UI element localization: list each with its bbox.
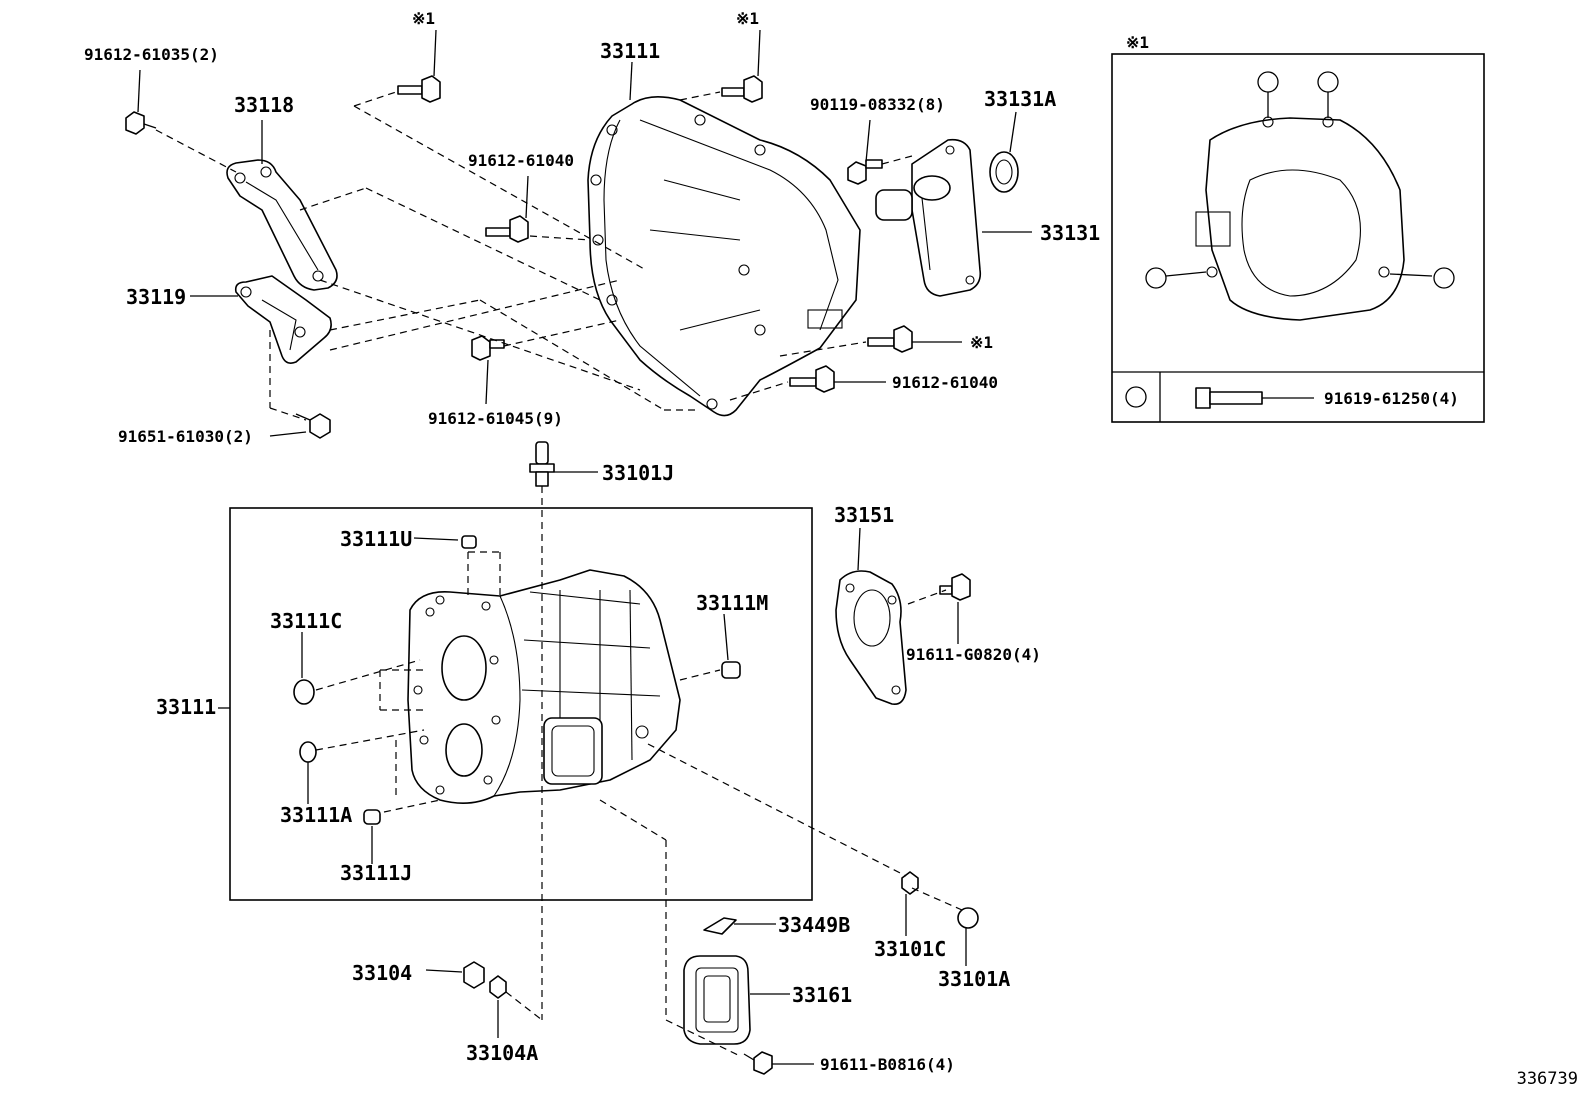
- label-33161: 33161: [792, 983, 852, 1007]
- label-33119: 33119: [126, 285, 186, 309]
- bolt-top-left-marked: [397, 75, 441, 103]
- label-33111-assy: 33111: [156, 695, 216, 719]
- bolt-91612-61045: [471, 335, 505, 361]
- bolt-91611-G0820: [939, 573, 971, 601]
- label-mark-top-right: ※1: [736, 9, 759, 28]
- part-33111C-plug: [293, 679, 315, 705]
- part-33131-bearing-retainer: [875, 138, 982, 297]
- label-33111-top: 33111: [600, 39, 660, 63]
- label-91612-61040-upper: 91612-61040: [468, 151, 574, 170]
- label-91611-G0820: 91611-G0820(4): [906, 645, 1041, 664]
- label-33101C: 33101C: [874, 937, 946, 961]
- part-33151-cover-plate: [835, 570, 907, 706]
- label-33104A: 33104A: [466, 1041, 538, 1065]
- bolt-91612-61040-upper: [485, 215, 529, 243]
- inset-legend-part: 91619-61250(4): [1324, 389, 1459, 408]
- bolt-91651-61030: [295, 413, 331, 439]
- part-33131A-oil-seal: [989, 151, 1019, 193]
- label-33111M: 33111M: [696, 591, 768, 615]
- label-mark-right: ※1: [970, 333, 993, 352]
- bottom-dashed-lines: [315, 486, 963, 1057]
- label-33111A: 33111A: [280, 803, 352, 827]
- inset-mark: ※1: [1126, 33, 1149, 52]
- bolt-91612-61035: [125, 111, 157, 135]
- bolt-top-right-marked: [721, 75, 763, 103]
- part-33104-plug: [463, 961, 485, 989]
- part-33111U-plug: [461, 535, 477, 549]
- transmission-case-assy-box: [229, 507, 813, 901]
- part-33111M-pin: [721, 661, 741, 679]
- part-33101A-plug: [957, 907, 979, 929]
- part-33119-bracket: [234, 275, 332, 364]
- label-33449B: 33449B: [778, 913, 850, 937]
- part-33104A-gasket: [489, 975, 507, 999]
- diagram-reference-number: 336739: [1516, 1069, 1578, 1089]
- leader-lines: [137, 29, 1032, 1065]
- label-mark-top-left: ※1: [412, 9, 435, 28]
- label-33111C: 33111C: [270, 609, 342, 633]
- top-dashed-lines: [155, 91, 913, 421]
- label-90119-08332: 90119-08332(8): [810, 95, 945, 114]
- bolt-91612-61040-lower: [789, 365, 835, 393]
- label-91612-61045: 91612-61045(9): [428, 409, 563, 428]
- inset-box: [1111, 53, 1485, 423]
- label-91651-61030: 91651-61030(2): [118, 427, 253, 446]
- part-33111-transmission-case: [407, 569, 681, 804]
- part-33161-cover: [683, 955, 751, 1045]
- label-33151: 33151: [834, 503, 894, 527]
- part-33118-bracket: [226, 159, 338, 291]
- label-33131A: 33131A: [984, 87, 1056, 111]
- label-33101A: 33101A: [938, 967, 1010, 991]
- label-91612-61035: 91612-61035(2): [84, 45, 219, 64]
- label-33118: 33118: [234, 93, 294, 117]
- label-33111J: 33111J: [340, 861, 412, 885]
- part-33111-bell-housing: [587, 96, 861, 417]
- label-91612-61040-lower: 91612-61040: [892, 373, 998, 392]
- part-33449B-clip: [703, 917, 737, 935]
- bolt-91611-B0816: [743, 1051, 773, 1075]
- bolt-90119-08332: [847, 159, 883, 185]
- label-33101J: 33101J: [602, 461, 674, 485]
- label-33104: 33104: [352, 961, 412, 985]
- part-33111A-plug: [299, 741, 317, 763]
- label-33131: 33131: [1040, 221, 1100, 245]
- label-33111U: 33111U: [340, 527, 412, 551]
- part-33101J-breather: [529, 441, 555, 487]
- part-33111J-pin: [363, 809, 381, 825]
- label-91611-B0816: 91611-B0816(4): [820, 1055, 955, 1074]
- bolt-right-marked: [867, 325, 913, 353]
